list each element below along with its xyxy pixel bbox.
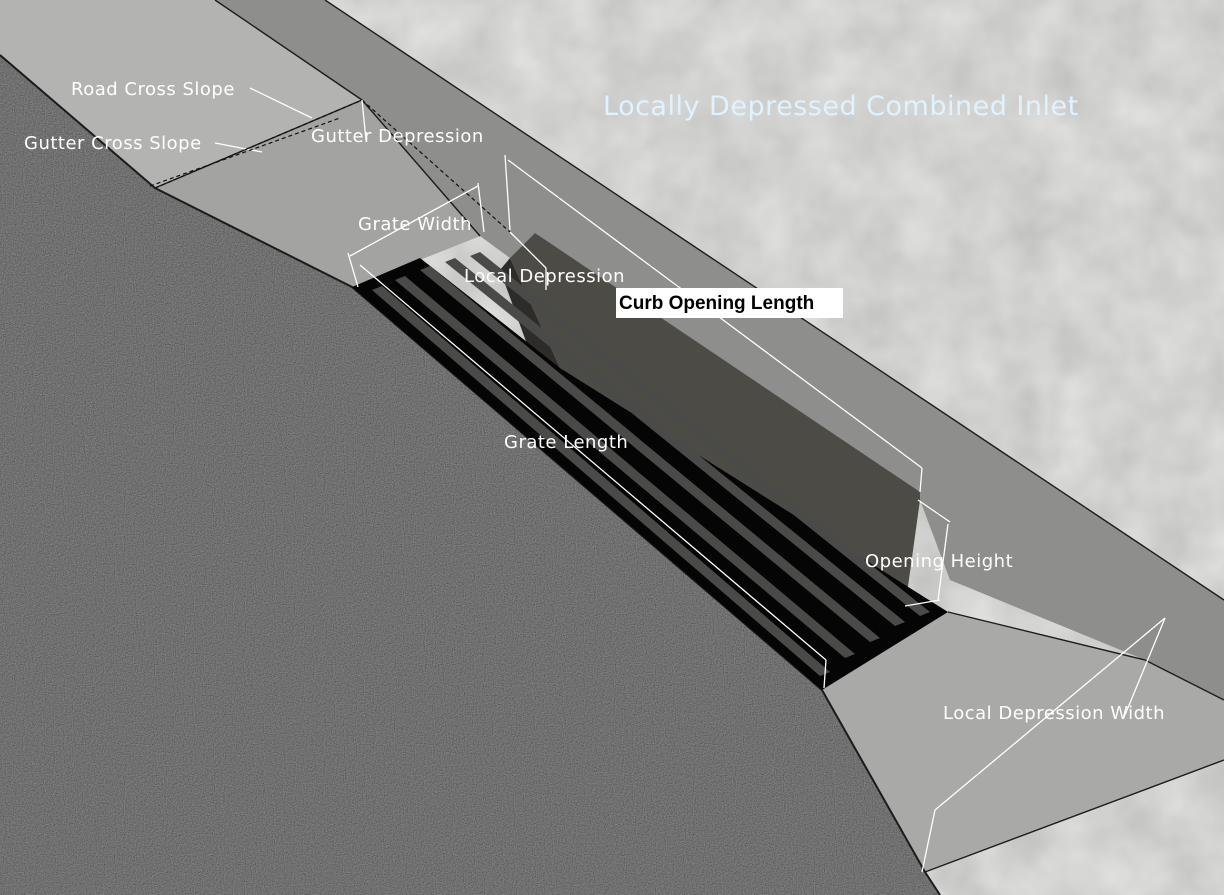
curb-face	[215, 0, 1224, 700]
local-depression-label: Local Depression	[464, 266, 625, 287]
gutter-depression-label: Gutter Depression	[311, 126, 484, 147]
opening-height-label: Opening Height	[865, 551, 1013, 572]
downstream-depression-apron	[822, 612, 1224, 872]
curb-opening-length-label: Curb Opening Length	[619, 293, 814, 314]
grate-width-label: Grate Width	[358, 214, 472, 235]
grate-bars	[372, 252, 930, 676]
local-depression-width-label: Local Depression Width	[943, 703, 1165, 724]
road-cross-slope-label: Road Cross Slope	[71, 79, 235, 100]
diagram-title: Locally Depressed Combined Inlet	[603, 91, 1079, 122]
upstream-depression-apron	[155, 100, 480, 287]
dimension-lines	[149, 87, 1166, 873]
curb-opening-length-box	[616, 288, 843, 318]
gutter-cross-slope-label: Gutter Cross Slope	[24, 133, 202, 154]
grate-length-label: Grate Length	[504, 432, 628, 453]
curb-opening	[510, 233, 920, 608]
